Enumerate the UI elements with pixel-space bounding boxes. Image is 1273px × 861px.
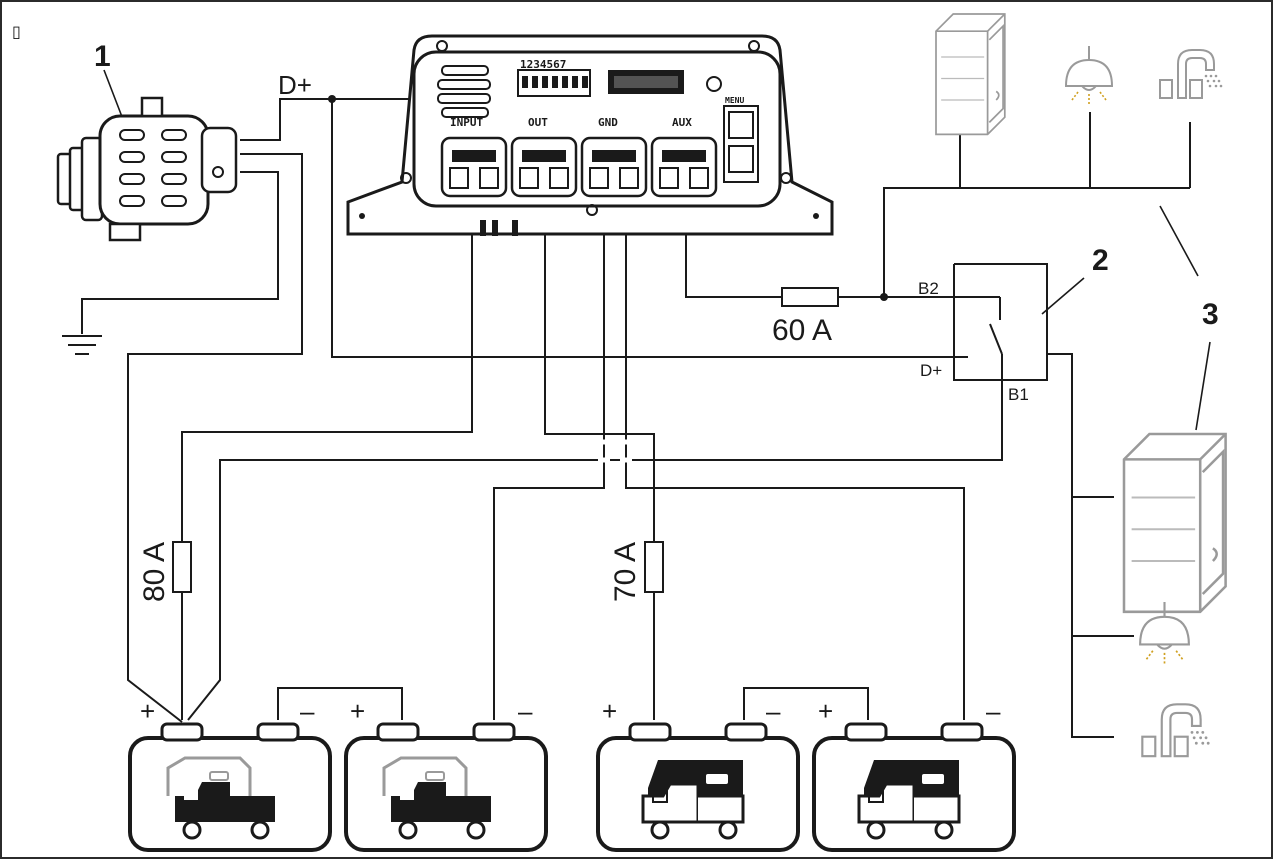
corner-symbol: ▯ — [12, 22, 21, 41]
d-plus-label-top: D+ — [278, 70, 312, 100]
dip-switch-numbers: 1234567 — [520, 58, 566, 71]
fridge-icon-lower — [1122, 432, 1227, 614]
polarity-marks: + – + – + – + – — [140, 696, 1001, 726]
minus-mark: – — [766, 696, 781, 726]
fuse-70a: 70 A — [609, 541, 664, 602]
service-battery-2 — [812, 722, 1016, 852]
plus-mark: + — [818, 696, 833, 726]
plus-mark: + — [602, 696, 617, 726]
port-aux-label: AUX — [672, 116, 692, 129]
callout-3: 3 — [1202, 298, 1219, 331]
fridge-icon — [935, 13, 1006, 136]
plus-mark: + — [350, 696, 365, 726]
menu-port-label: MENU — [725, 96, 744, 105]
alternator-icon — [56, 96, 238, 242]
fuse-80a: 80 A — [138, 541, 192, 602]
relay-b1-label: B1 — [1008, 385, 1029, 404]
minus-mark: – — [986, 696, 1001, 726]
relay: B2 B1 D+ — [918, 263, 1048, 404]
relay-d-plus-label: D+ — [920, 361, 942, 380]
starter-battery-1 — [128, 722, 332, 852]
minus-mark: – — [518, 696, 533, 726]
port-input-label: INPUT — [450, 116, 483, 129]
fuse-70a-label: 70 A — [609, 542, 642, 602]
plus-mark: + — [140, 696, 155, 726]
fuse-60a: 60 A — [772, 287, 839, 347]
service-battery-1 — [596, 722, 800, 852]
port-gnd-label: GND — [598, 116, 618, 129]
minus-mark: – — [300, 696, 315, 726]
callout-1: 1 — [94, 40, 111, 73]
port-out-label: OUT — [528, 116, 548, 129]
wiring — [81, 69, 1211, 738]
ground-icon — [62, 335, 102, 355]
callout-2: 2 — [1092, 244, 1109, 277]
lamp-icon — [1065, 45, 1113, 105]
battery-booster-unit: 1234567 INPUT OUT GND AUX — [346, 34, 834, 236]
tap-icon — [1159, 49, 1224, 99]
fuse-80a-label: 80 A — [138, 542, 171, 602]
starter-battery-2 — [344, 722, 548, 852]
fuse-60a-label: 60 A — [772, 314, 832, 347]
tap-icon-lower — [1141, 703, 1211, 758]
relay-b2-label: B2 — [918, 279, 939, 298]
